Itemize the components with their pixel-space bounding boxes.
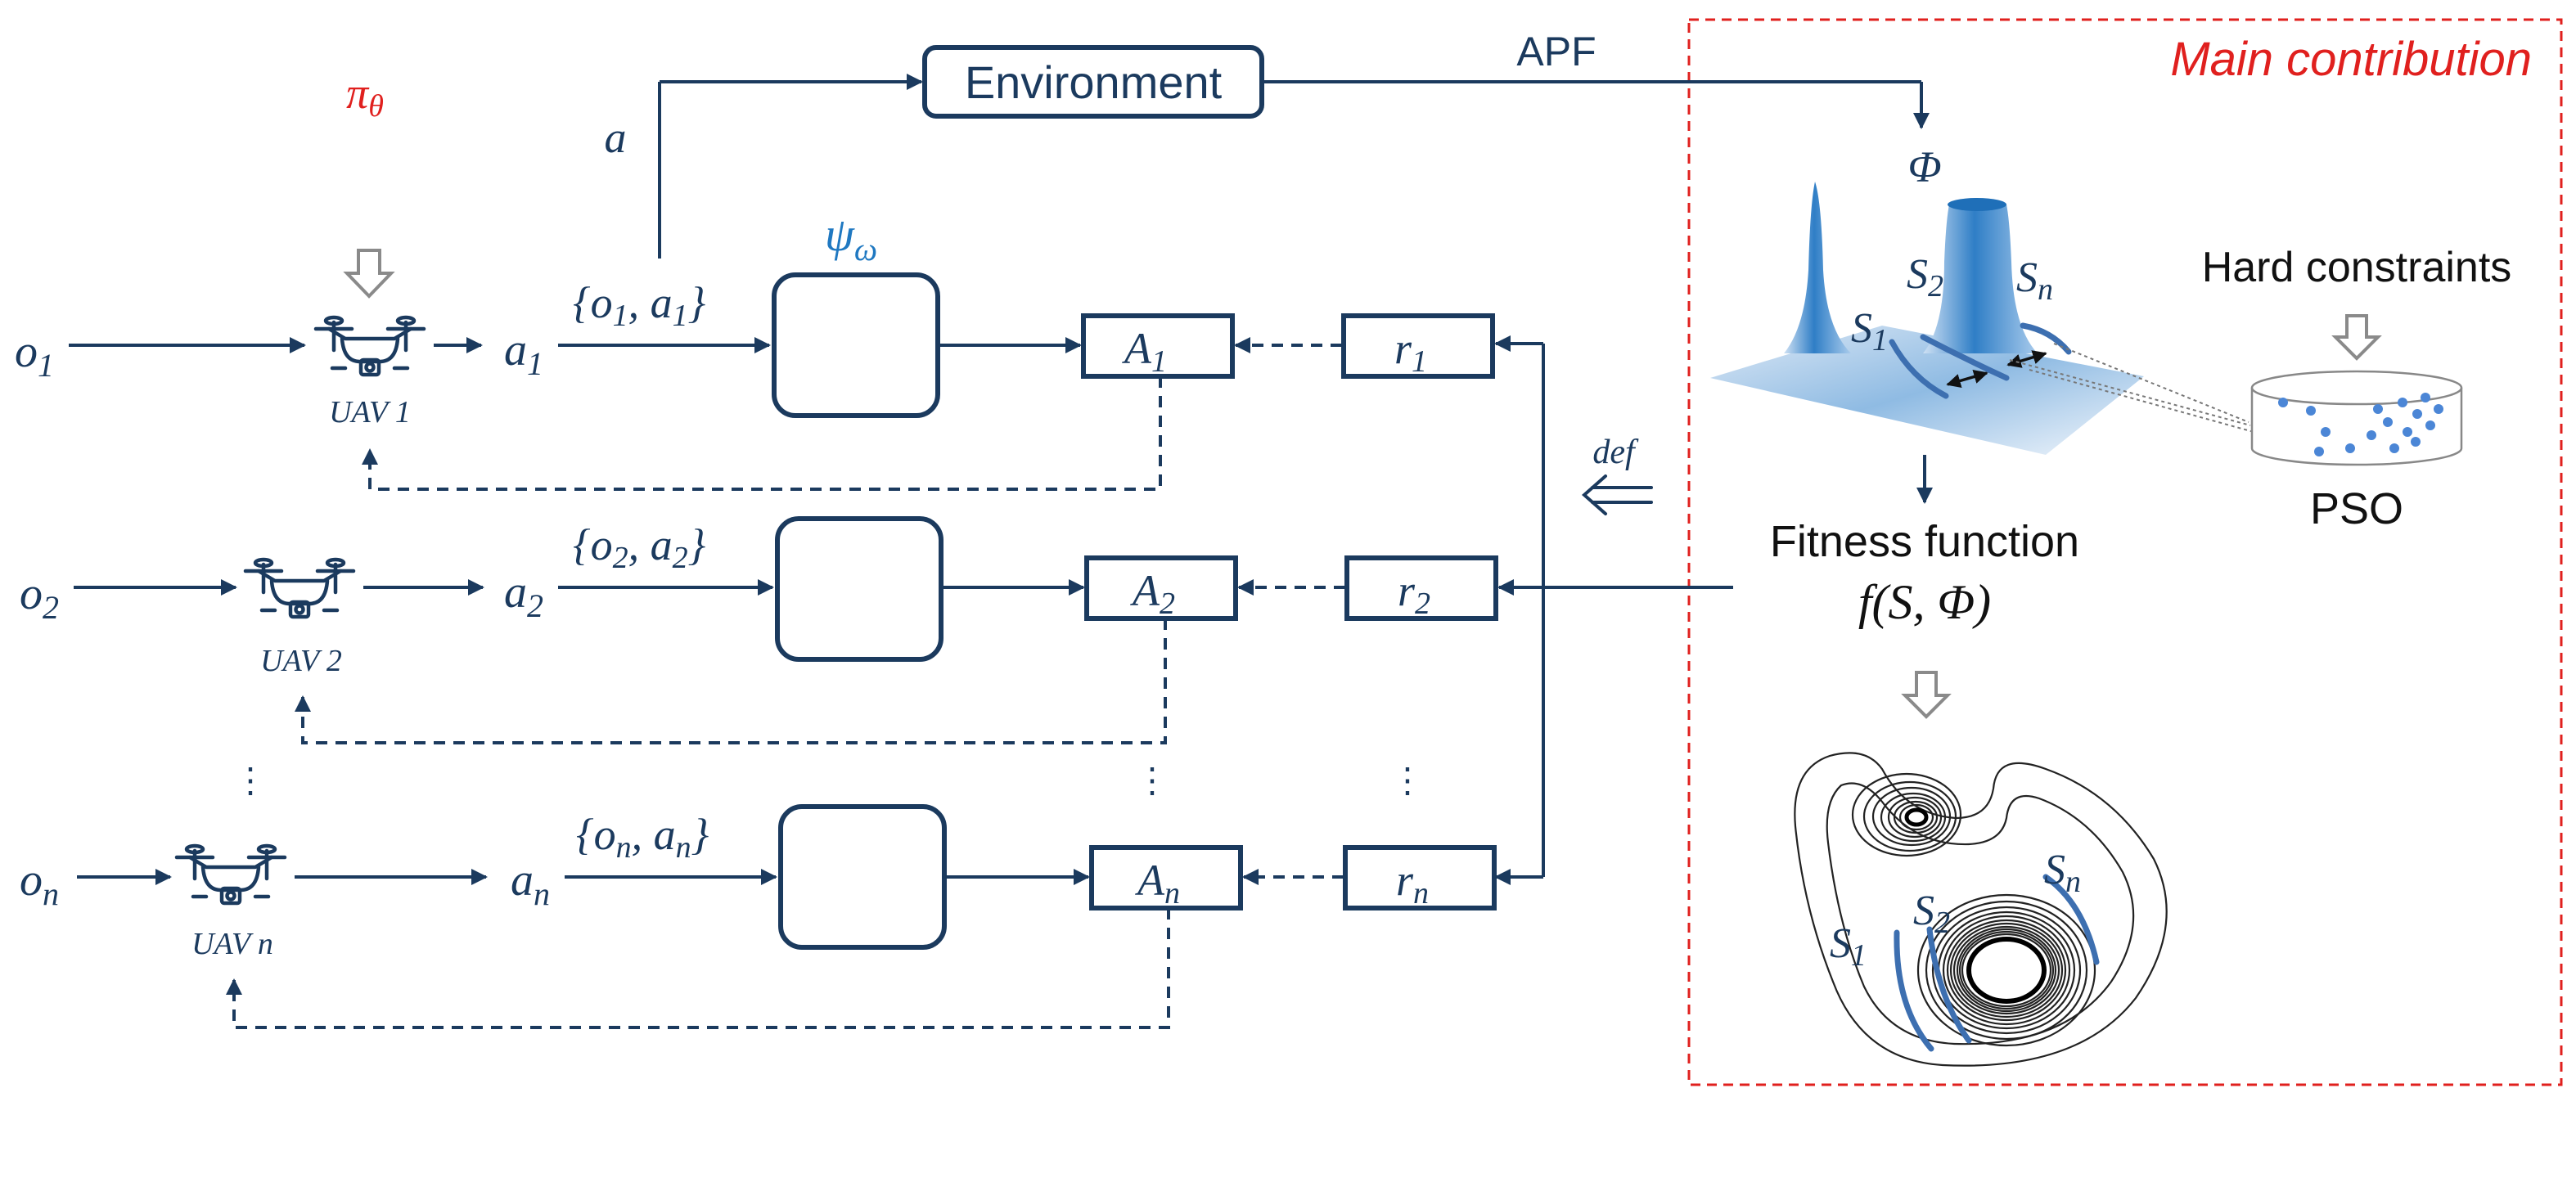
- uav-label-1: UAV 1: [329, 395, 411, 429]
- reward-1: r1: [1394, 324, 1427, 379]
- path-s2: [1920, 334, 2010, 381]
- potential-peak-left: [1784, 182, 1851, 353]
- reward-n: rn: [1396, 856, 1429, 910]
- contour-path-s1: [1894, 929, 1934, 1052]
- constraints-down-arrow-icon: [2331, 314, 2382, 361]
- action-2: a2: [504, 567, 543, 624]
- critic-symbol: ψ: [825, 208, 855, 261]
- feedback-loop-2: [295, 618, 1167, 744]
- policy-network-icon: [335, 140, 407, 230]
- contour-path-s2: [1926, 926, 1972, 1044]
- obs-action-pair-2: {o2, a2}: [573, 520, 706, 575]
- ellipsis-uav: ⋮: [233, 762, 268, 800]
- policy-subscript: θ: [368, 89, 384, 124]
- advantage-box-1: [1081, 313, 1235, 379]
- fitness-function-label: Fitness function: [1770, 517, 2079, 566]
- fitness-down-arrow-icon: [1901, 671, 1952, 719]
- uav-label-2: UAV 2: [260, 644, 342, 678]
- advantage-box-2: [1084, 555, 1238, 621]
- policy-symbol: π: [346, 69, 370, 118]
- ellipsis-advantage: ⋮: [1135, 762, 1169, 800]
- hard-constraints-label: Hard constraints: [2202, 244, 2512, 291]
- observation-1: o1: [15, 326, 54, 384]
- advantage-1: A1: [1122, 324, 1167, 379]
- agent-row-n: on UAV n an {on, an} An rn: [20, 804, 1497, 1029]
- critic-subscript: ω: [854, 231, 877, 268]
- contour-plot: [1794, 752, 2168, 1067]
- particle-swarm: [2278, 393, 2443, 456]
- surface-label-s2: S2: [1907, 251, 1943, 303]
- contour-hill-top: [1851, 772, 1962, 857]
- policy-label: πθ: [346, 69, 384, 124]
- def-label: def: [1592, 434, 1639, 471]
- observation-2: o2: [20, 569, 59, 626]
- projection-line-3: [2053, 343, 2249, 423]
- observation-n: on: [20, 855, 59, 912]
- advantage-box-n: [1089, 845, 1243, 910]
- agent-row-1: o1 UAV 1 a1 {o1, a1} A1 r1: [15, 272, 1495, 491]
- potential-plane: [1710, 326, 2144, 455]
- reward-box-1: [1341, 313, 1495, 379]
- projection-line-1: [2009, 359, 2251, 426]
- distance-arrow-2: [2006, 350, 2047, 368]
- reward-box-n: [1343, 845, 1497, 910]
- implies-arrow-icon: [1581, 474, 1653, 515]
- drone-icon: [177, 846, 285, 903]
- path-s1: [1889, 339, 1949, 399]
- obs-action-pair-n: {on, an}: [576, 810, 709, 865]
- ellipsis-reward: ⋮: [1390, 762, 1425, 800]
- contour-label-s2: S2: [1913, 888, 1950, 940]
- contour-label-sn: Sn: [2044, 847, 2081, 899]
- distance-arrow-1: [1946, 370, 1988, 388]
- feedback-loop-1: [362, 376, 1162, 491]
- agent-row-2: o2 UAV 2 a2 {o2, a2} A2 r2: [20, 516, 1498, 744]
- drone-icon: [245, 560, 354, 617]
- uav-label-n: UAV n: [191, 927, 273, 961]
- drone-icon: [316, 317, 424, 375]
- obs-action-pair-1: {o1, a1}: [573, 278, 706, 333]
- action-n: an: [511, 855, 550, 912]
- surface-label-sn: Sn: [2016, 254, 2053, 307]
- pso-cylinder: [2250, 370, 2463, 466]
- fitness-formula: f(S, Φ): [1858, 575, 1991, 629]
- main-contribution-frame: [1687, 18, 2563, 1086]
- advantage-2: A2: [1130, 566, 1175, 621]
- phi-label: Φ: [1907, 142, 1941, 191]
- reward-box-2: [1344, 555, 1498, 621]
- action-1: a1: [504, 325, 543, 382]
- surface-label-s1: S1: [1851, 305, 1888, 357]
- path-sn: [2020, 322, 2072, 355]
- main-contribution-label: Main contribution: [2170, 33, 2532, 86]
- action-label: a: [605, 113, 627, 162]
- reward-2: r2: [1398, 566, 1430, 621]
- environment-label: Environment: [965, 56, 1223, 108]
- apf-label: APF: [1516, 29, 1596, 74]
- contour-hill-bottom: [1916, 893, 2096, 1047]
- critic-label: ψω: [825, 208, 877, 268]
- potential-peak-right: [1923, 199, 2038, 353]
- contour-label-s1: S1: [1830, 920, 1867, 973]
- feedback-loop-n: [226, 908, 1170, 1029]
- apf-surface-plot: [1710, 182, 2254, 455]
- contour-path-sn: [2042, 874, 2100, 965]
- advantage-n: An: [1135, 856, 1180, 910]
- policy-down-arrow-icon: [343, 249, 395, 299]
- pso-label: PSO: [2310, 484, 2403, 533]
